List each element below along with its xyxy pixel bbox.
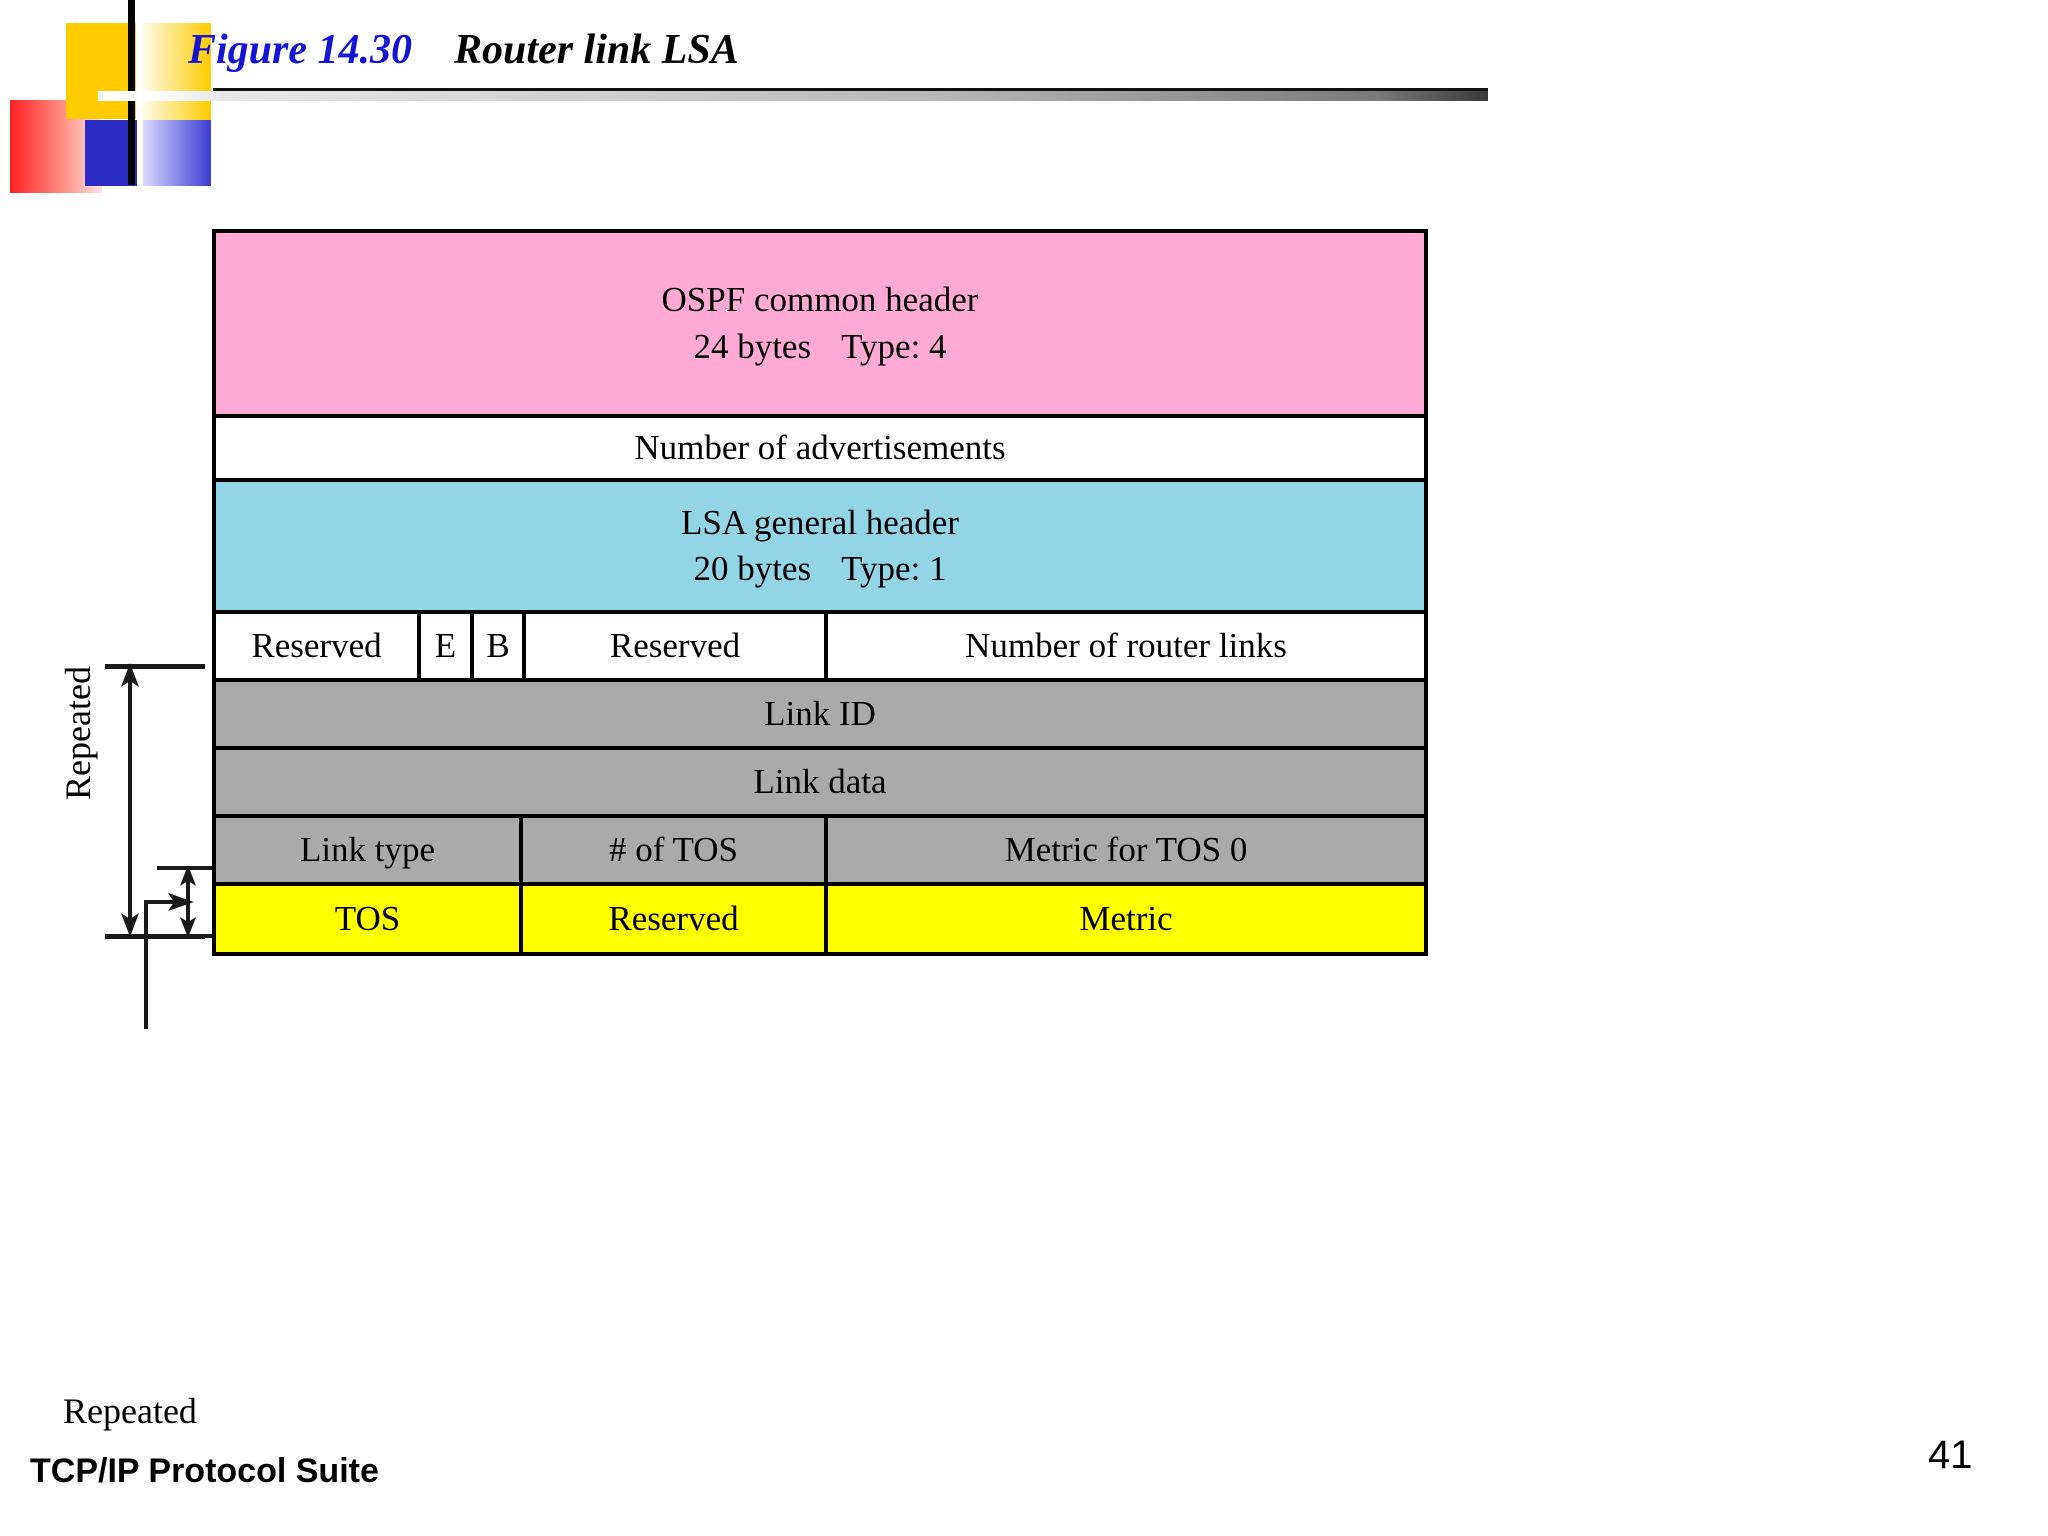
- diagram-row-number-of-advertisements: Number of advertisements: [216, 418, 1424, 482]
- repeated-outer-bottom-tick: [105, 934, 205, 939]
- repeated-inner-leader-line: [144, 934, 148, 1029]
- ospf-common-header-cell: OSPF common header 24 bytes Type: 4: [216, 233, 1424, 414]
- lsa-general-header-cell: LSA general header 20 bytes Type: 1: [216, 482, 1424, 610]
- decoration-yellow-gradient-square: [143, 23, 211, 120]
- flags-reserved-left-cell: Reserved: [216, 614, 421, 678]
- diagram-row-link-id: Link ID: [216, 682, 1424, 750]
- number-of-router-links-cell: Number of router links: [965, 625, 1287, 665]
- repeated-outer-double-arrow: [121, 663, 139, 937]
- tos-reserved-cell: Reserved: [523, 886, 828, 952]
- slide-title: Figure 14.30 Router link LSA: [188, 22, 739, 78]
- flags-b-bit-cell: B: [474, 614, 526, 678]
- diagram-row-flags: Reserved E B Reserved Number of router l…: [216, 614, 1424, 682]
- lsa-header-type: Type: 1: [841, 549, 947, 588]
- metric-for-tos-0-cell: Metric for TOS 0: [1004, 829, 1248, 869]
- diagram-row-tos: TOS Reserved Metric: [216, 886, 1424, 952]
- decoration-blue-gradient-square: [143, 120, 211, 186]
- number-of-advertisements-cell: Number of advertisements: [634, 427, 1006, 467]
- tos-cell: TOS: [216, 886, 523, 952]
- repeated-inner-label: Repeated: [63, 1391, 197, 1431]
- ospf-header-title: OSPF common header: [661, 280, 979, 320]
- tos-metric-cell: Metric: [1079, 898, 1173, 938]
- figure-title: Router link LSA: [454, 27, 739, 73]
- repeated-outer-top-tick: [105, 664, 205, 669]
- flags-reserved-mid-cell: Reserved: [526, 614, 828, 678]
- lsa-header-detail: 20 bytes Type: 1: [693, 549, 946, 589]
- figure-number: Figure 14.30: [188, 27, 413, 73]
- decoration-horizontal-rule: [98, 91, 1488, 101]
- repeated-inner-pointer-arrow: [144, 893, 194, 934]
- lsa-header-bytes: 20 bytes: [693, 549, 812, 588]
- ospf-header-detail: 24 bytes Type: 4: [693, 327, 946, 367]
- lsa-header-title: LSA general header: [681, 502, 959, 542]
- repeated-inner-top-tick: [157, 866, 212, 870]
- link-type-cell: Link type: [216, 818, 523, 882]
- ospf-header-type: Type: 4: [841, 326, 947, 366]
- diagram-row-lsa-general-header: LSA general header 20 bytes Type: 1: [216, 482, 1424, 614]
- repeated-inner-bottom-tick: [157, 934, 212, 938]
- diagram-row-ospf-common-header: OSPF common header 24 bytes Type: 4: [216, 233, 1424, 418]
- link-id-cell: Link ID: [764, 693, 876, 733]
- footer-page-number: 41: [1928, 1433, 1973, 1477]
- flags-e-bit-cell: E: [421, 614, 474, 678]
- number-of-tos-cell: # of TOS: [523, 818, 828, 882]
- link-data-cell: Link data: [753, 761, 887, 801]
- diagram-row-link-type: Link type # of TOS Metric for TOS 0: [216, 818, 1424, 886]
- decoration-yellow-square: [66, 23, 136, 119]
- footer-book-title: TCP/IP Protocol Suite: [30, 1452, 379, 1490]
- router-link-lsa-diagram: OSPF common header 24 bytes Type: 4 Numbe…: [212, 229, 1428, 956]
- ospf-header-bytes: 24 bytes: [693, 326, 812, 366]
- diagram-row-link-data: Link data: [216, 750, 1424, 818]
- repeated-outer-label: Repeated: [58, 666, 98, 800]
